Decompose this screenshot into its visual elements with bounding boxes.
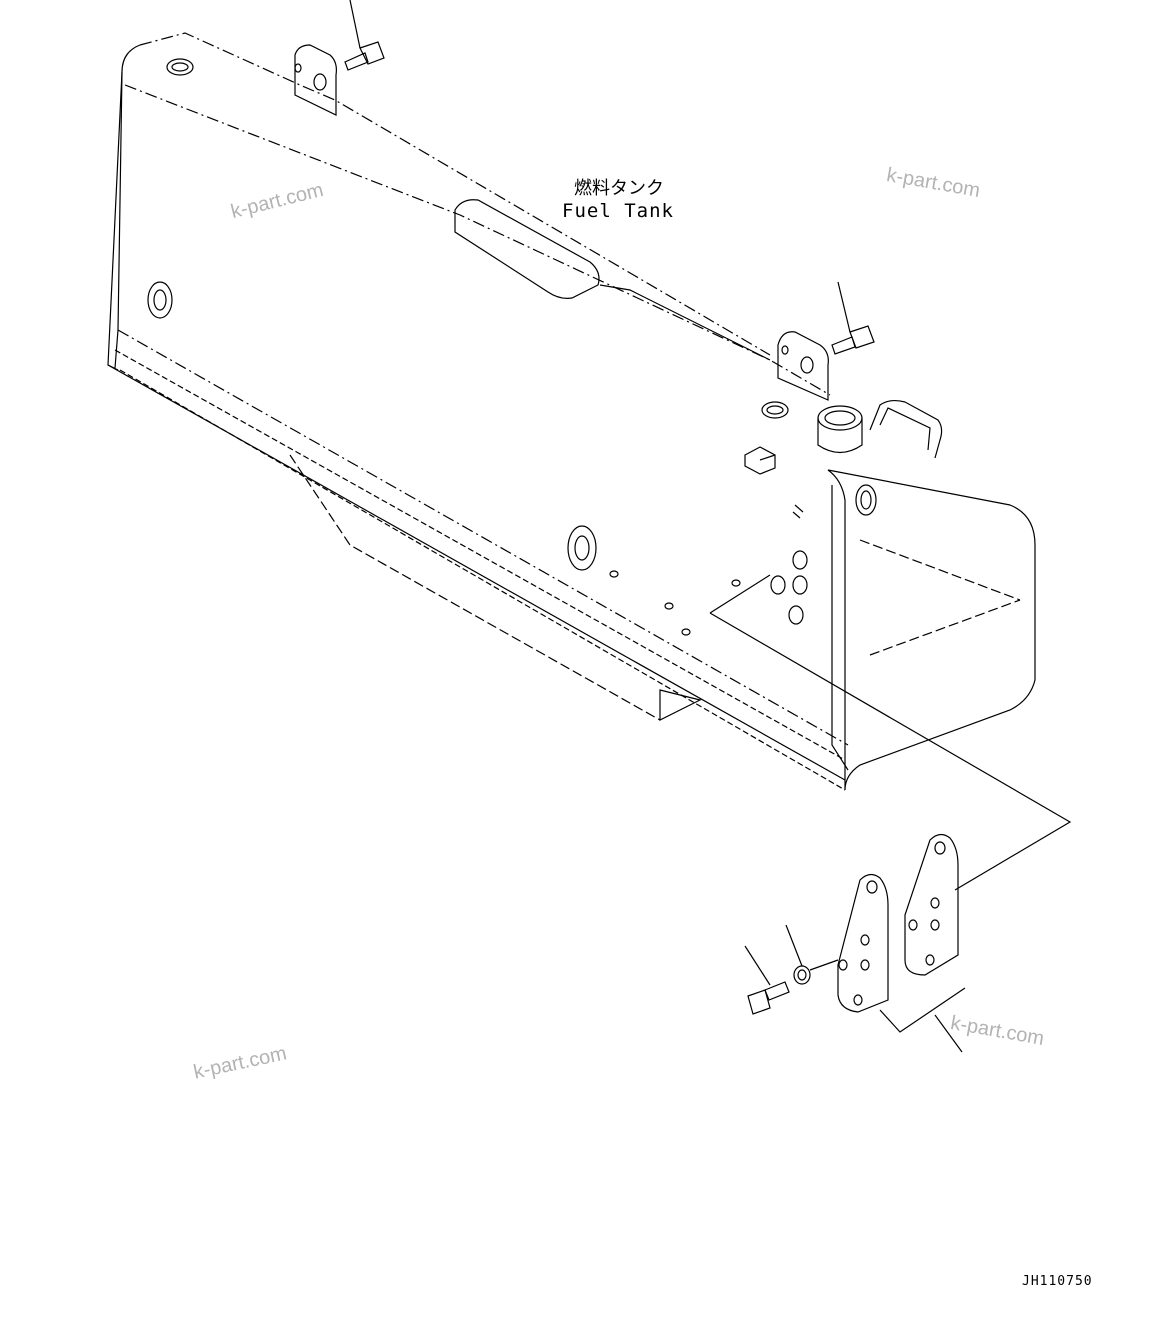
tank-fittings [147, 58, 877, 636]
fuel-tank-label-en: Fuel Tank [562, 200, 674, 222]
fuel-tank-label-jp: 燃料タンク [574, 178, 664, 199]
upper-bracket-right [777, 281, 875, 401]
lower-bracket-assembly [744, 833, 959, 1015]
leader-lines [709, 574, 1072, 1053]
drawing-number: JH110750 [1022, 1274, 1093, 1289]
fuel-tank-body [107, 32, 1036, 791]
upper-bracket-left [294, 0, 385, 116]
